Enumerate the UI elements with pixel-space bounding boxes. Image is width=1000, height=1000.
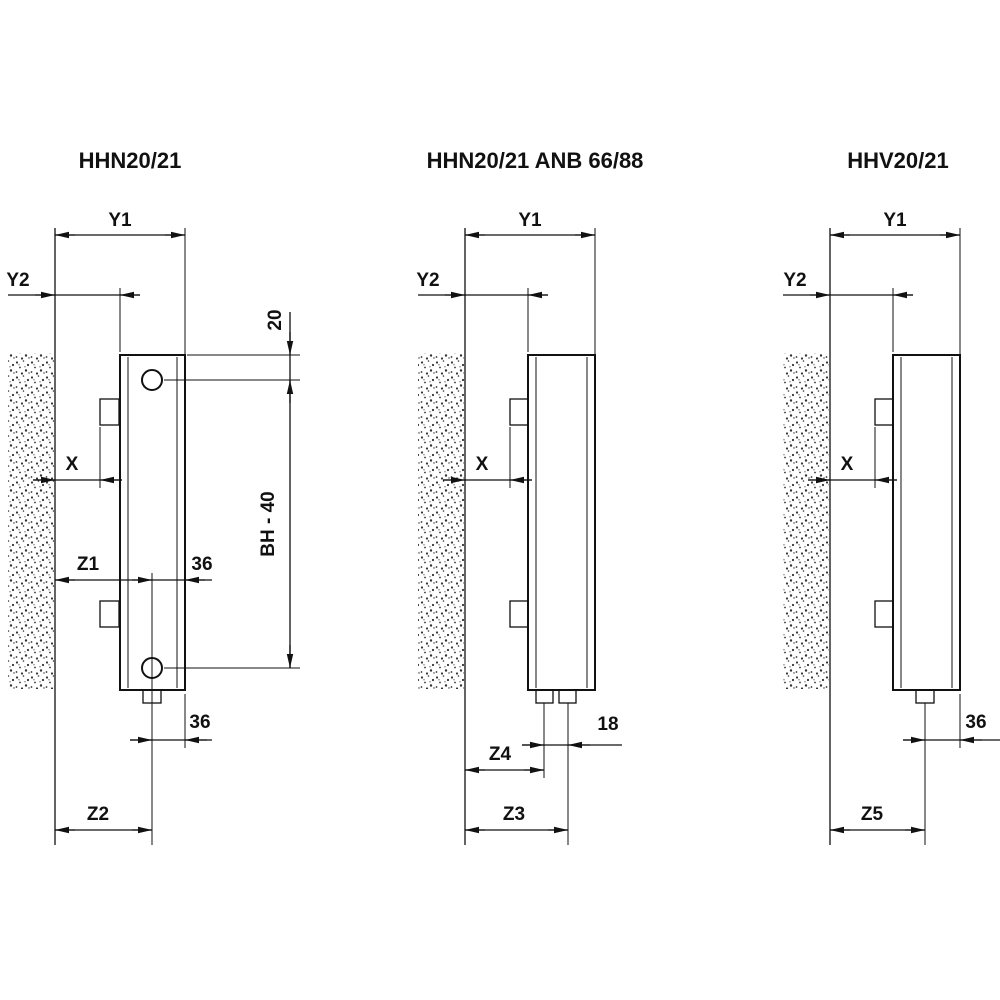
dim-y1: Y1	[830, 210, 961, 355]
wall-texture	[418, 353, 464, 689]
dim-label: BH - 40	[258, 491, 279, 556]
dim-y2: Y2	[783, 270, 913, 352]
dim-label: Y2	[416, 270, 439, 291]
panel-title: HHN20/21	[79, 148, 182, 173]
dim-y1: Y1	[465, 210, 596, 355]
dim-label: Z2	[87, 804, 109, 825]
wall-bracket-top	[99, 398, 120, 426]
wall-bracket-top	[509, 398, 529, 426]
wall-texture	[8, 353, 54, 689]
dim-y2: Y2	[6, 270, 140, 352]
dim-label: Z1	[77, 554, 100, 575]
connection-bottom	[141, 657, 163, 679]
dim-z1-and-edge-offset: Z1 36	[55, 554, 213, 584]
wall-bracket-bottom	[509, 600, 529, 628]
dim-y2: Y2	[416, 270, 548, 352]
dim-label: Z4	[489, 744, 512, 765]
panel-title: HHN20/21 ANB 66/88	[427, 148, 644, 173]
dim-label: 20	[265, 309, 286, 330]
dim-label: Y1	[883, 210, 907, 231]
dim-x: X	[808, 427, 897, 488]
dim-outlet-offset: 36	[130, 694, 212, 748]
dim-label: X	[841, 454, 854, 475]
panel-hhv2021: HHV20/21 Y1 Y2	[783, 148, 1000, 845]
panel-hhn2021-anb: HHN20/21 ANB 66/88 Y1 Y2	[416, 148, 643, 845]
dim-z2: Z2	[55, 804, 152, 834]
dim-label: Z3	[503, 804, 525, 825]
dim-label: Y1	[108, 210, 132, 231]
panel-hhn2021: HHN20/21 Y1 Y2	[6, 148, 300, 845]
connection-top	[141, 369, 163, 391]
dim-x: X	[33, 427, 122, 488]
dim-label: Y2	[783, 270, 806, 291]
dim-label: 18	[597, 714, 618, 735]
wall-bracket-bottom	[99, 600, 120, 628]
dim-z3: Z3	[465, 804, 568, 834]
dim-label: X	[476, 454, 489, 475]
dim-pipe-spacing: 18	[522, 714, 622, 749]
dim-label: 36	[965, 712, 986, 733]
dim-z4: Z4	[465, 744, 544, 774]
bottom-outlet	[142, 689, 162, 704]
wall-bracket-bottom	[874, 600, 894, 628]
dim-outlet-offset: 36	[903, 694, 1000, 748]
dim-x: X	[443, 427, 532, 488]
wall-bracket-top	[874, 398, 894, 426]
dim-label: 36	[191, 554, 212, 575]
dim-z5: Z5	[830, 804, 925, 834]
dim-label: X	[66, 454, 79, 475]
wall-texture	[783, 353, 829, 689]
panel-title: HHV20/21	[847, 148, 949, 173]
dim-label: 36	[189, 712, 210, 733]
dim-label: Z5	[861, 804, 884, 825]
dim-top-offset-and-height: 20 BH - 40	[164, 309, 300, 669]
dim-label: Y2	[6, 270, 29, 291]
dim-label: Y1	[518, 210, 542, 231]
dim-y1: Y1	[55, 210, 186, 355]
